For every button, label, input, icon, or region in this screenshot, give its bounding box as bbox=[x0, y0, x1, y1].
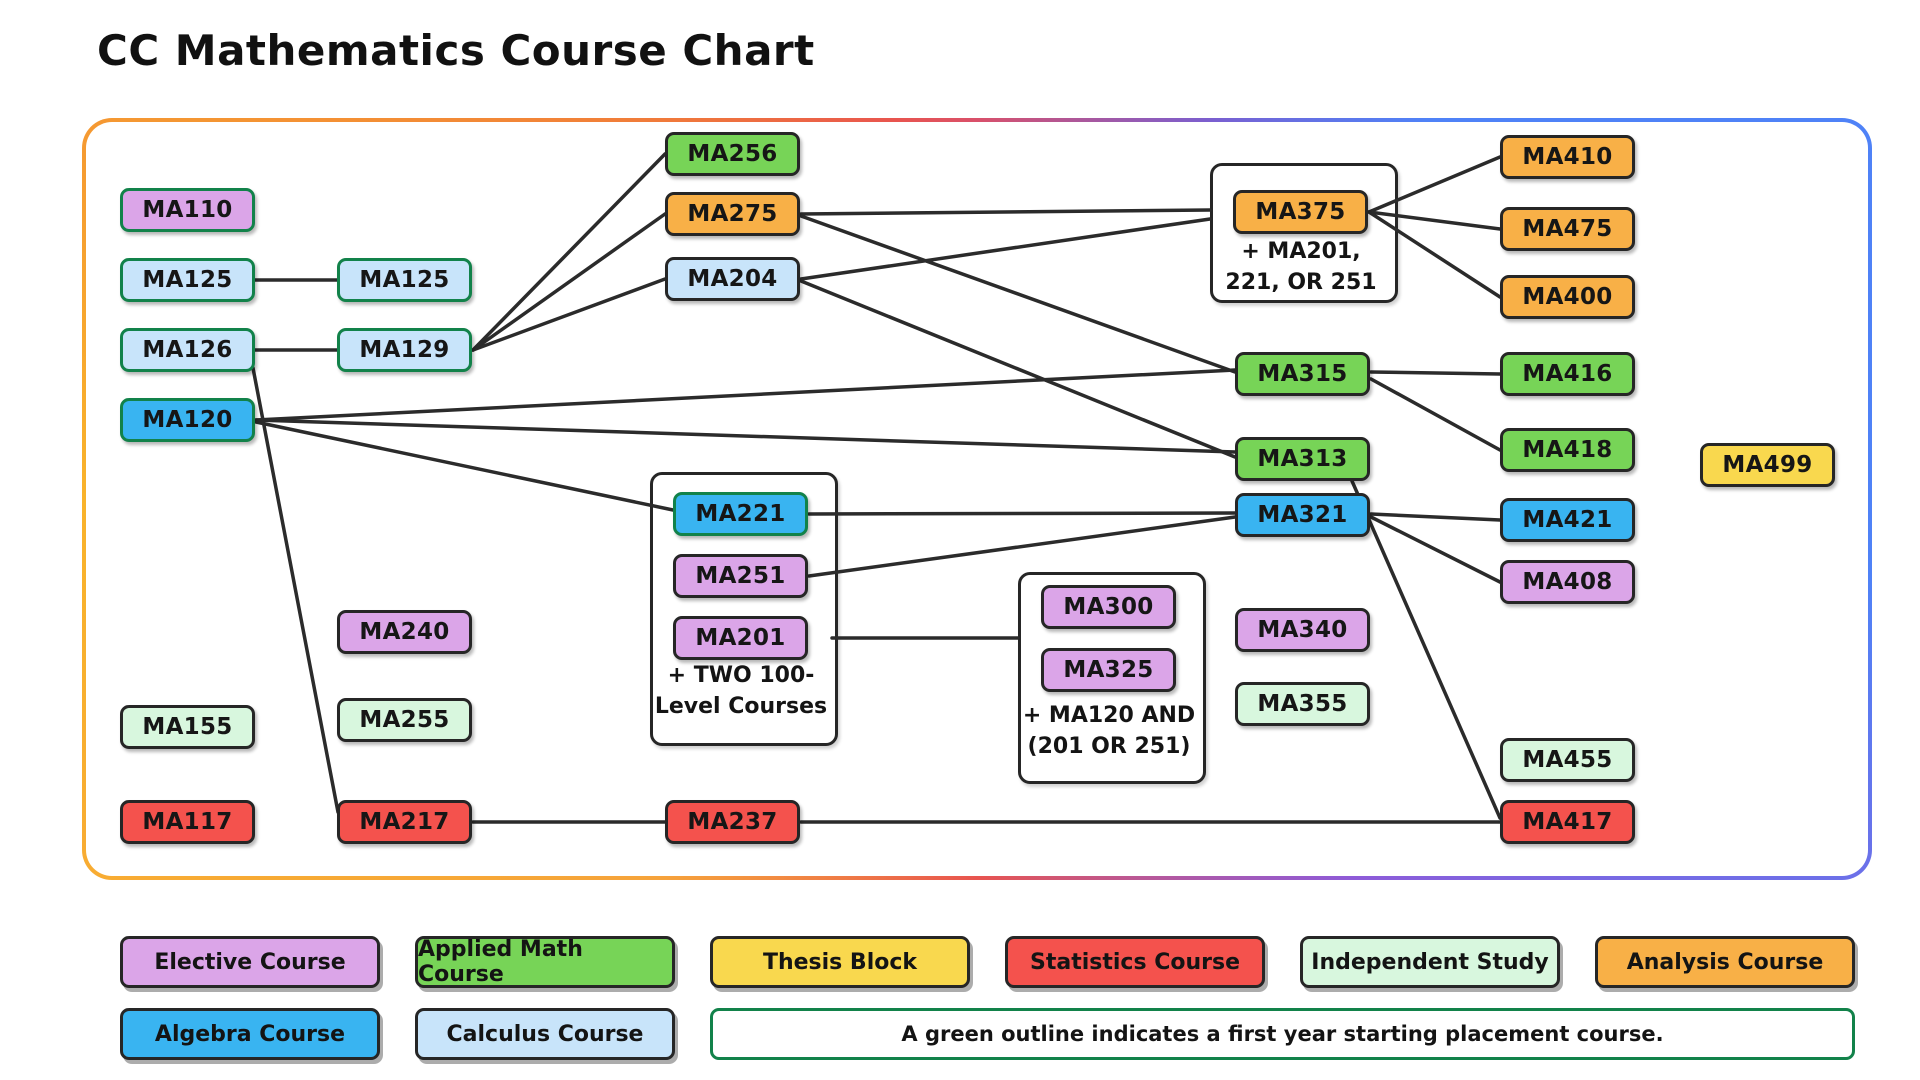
course-node-ma237: MA237 bbox=[665, 800, 800, 844]
course-node-ma255: MA255 bbox=[337, 698, 472, 742]
course-node-ma125: MA125 bbox=[120, 258, 255, 302]
course-node-ma300: MA300 bbox=[1041, 585, 1176, 629]
legend-item-applied: Applied Math Course bbox=[415, 936, 675, 988]
legend-item-elective: Elective Course bbox=[120, 936, 380, 988]
course-node-ma251: MA251 bbox=[673, 554, 808, 598]
course-node-ma221: MA221 bbox=[673, 492, 808, 536]
course-node-ma315: MA315 bbox=[1235, 352, 1370, 396]
course-node-ma416: MA416 bbox=[1500, 352, 1635, 396]
course-node-ma155: MA155 bbox=[120, 705, 255, 749]
course-node-ma117: MA117 bbox=[120, 800, 255, 844]
prereq-group-200-caption: + TWO 100-Level Courses bbox=[654, 663, 828, 719]
course-node-ma475: MA475 bbox=[1500, 207, 1635, 251]
course-node-ma355: MA355 bbox=[1235, 682, 1370, 726]
course-node-ma256: MA256 bbox=[665, 132, 800, 176]
course-node-ma321: MA321 bbox=[1235, 493, 1370, 537]
course-node-ma201: MA201 bbox=[673, 616, 808, 660]
course-node-ma408: MA408 bbox=[1500, 560, 1635, 604]
legend-item-calculus: Calculus Course bbox=[415, 1008, 675, 1060]
course-node-ma110: MA110 bbox=[120, 188, 255, 232]
legend-item-statistics: Statistics Course bbox=[1005, 936, 1265, 988]
course-node-ma204: MA204 bbox=[665, 257, 800, 301]
course-node-ma120: MA120 bbox=[120, 398, 255, 442]
page-title: CC Mathematics Course Chart bbox=[97, 26, 815, 75]
course-node-ma125b: MA125 bbox=[337, 258, 472, 302]
course-node-ma421: MA421 bbox=[1500, 498, 1635, 542]
course-node-ma418: MA418 bbox=[1500, 428, 1635, 472]
course-node-ma275: MA275 bbox=[665, 192, 800, 236]
legend-item-algebra: Algebra Course bbox=[120, 1008, 380, 1060]
legend-placement-note: A green outline indicates a first year s… bbox=[710, 1008, 1855, 1060]
prereq-group-375-caption: + MA201,221, OR 251 bbox=[1225, 239, 1377, 295]
course-node-ma340: MA340 bbox=[1235, 608, 1370, 652]
course-node-ma400: MA400 bbox=[1500, 275, 1635, 319]
course-node-ma499: MA499 bbox=[1700, 443, 1835, 487]
course-node-ma126: MA126 bbox=[120, 328, 255, 372]
legend-item-analysis: Analysis Course bbox=[1595, 936, 1855, 988]
course-node-ma129: MA129 bbox=[337, 328, 472, 372]
course-node-ma217: MA217 bbox=[337, 800, 472, 844]
course-node-ma455: MA455 bbox=[1500, 738, 1635, 782]
legend-item-independent: Independent Study bbox=[1300, 936, 1560, 988]
course-node-ma375: MA375 bbox=[1233, 190, 1368, 234]
prereq-group-300-caption: + MA120 AND(201 OR 251) bbox=[1022, 703, 1196, 759]
course-node-ma410: MA410 bbox=[1500, 135, 1635, 179]
course-node-ma325: MA325 bbox=[1041, 648, 1176, 692]
course-node-ma313: MA313 bbox=[1235, 437, 1370, 481]
course-node-ma240: MA240 bbox=[337, 610, 472, 654]
course-node-ma417: MA417 bbox=[1500, 800, 1635, 844]
legend-item-thesis: Thesis Block bbox=[710, 936, 970, 988]
